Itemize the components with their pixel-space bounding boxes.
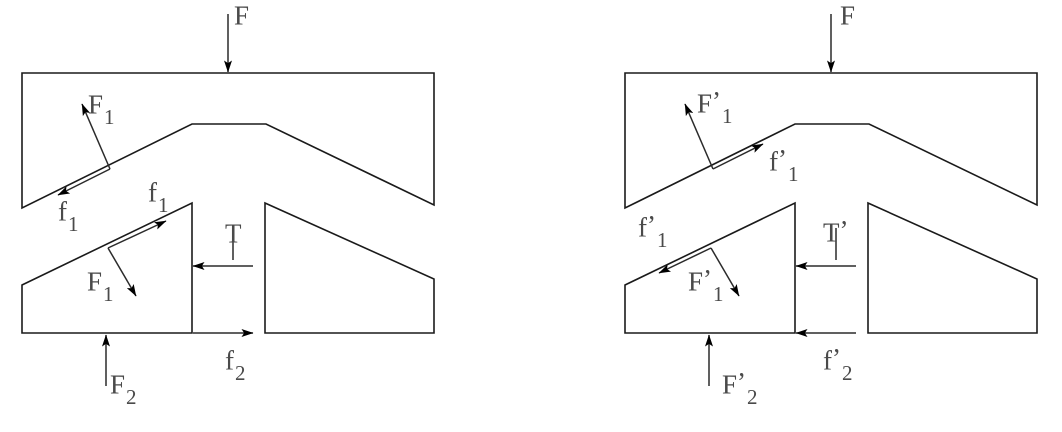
left-diagram-force-vectors: [57, 14, 254, 386]
left-diagram-geometry: [21, 72, 435, 334]
right-upper-friction-label: f’1: [769, 144, 799, 186]
right-diagram-geometry: [624, 72, 1038, 334]
left-transverse-label: T: [225, 218, 242, 249]
left-support-label: F2: [110, 369, 137, 409]
left-lower-left-wedge-outline: [21, 201, 193, 334]
right-lower-friction-arrow: [658, 247, 712, 274]
left-lower-normal-label: F1: [87, 266, 114, 306]
right-lower-normal-arrow: [710, 247, 740, 297]
left-lower-right-wedge-outline: [264, 201, 435, 334]
left-upper-friction-label: f1: [58, 196, 79, 236]
right-upper-body-outline: [624, 72, 1038, 210]
right-lower-normal-label: F’1: [688, 264, 724, 306]
right-upper-friction-arrow: [712, 143, 764, 170]
right-base-friction-label: f’2: [823, 343, 853, 385]
left-upper-normal-label: F1: [88, 89, 115, 129]
left-lower-friction-label: f1: [148, 177, 169, 217]
right-upper-normal-label: F’1: [697, 86, 733, 128]
right-support-label: F’2: [722, 367, 758, 409]
left-upper-normal-arrow: [81, 103, 111, 170]
left-base-friction-label: f2: [225, 345, 246, 385]
left-upper-body-outline: [21, 72, 435, 210]
right-lower-friction-label: f’1: [638, 210, 668, 252]
right-applied-load-label: F: [840, 0, 856, 31]
right-transverse-label: T’: [823, 215, 849, 248]
right-upper-normal-arrow: [684, 103, 714, 170]
left-applied-load-label: F: [234, 0, 250, 31]
right-diagram-force-vectors: [658, 14, 856, 386]
left-lower-normal-arrow: [107, 247, 137, 297]
right-lower-right-wedge-outline: [867, 201, 1038, 334]
right-lower-left-wedge-outline: [624, 201, 796, 334]
left-lower-friction-arrow: [107, 220, 167, 249]
left-upper-friction-arrow: [57, 168, 111, 196]
